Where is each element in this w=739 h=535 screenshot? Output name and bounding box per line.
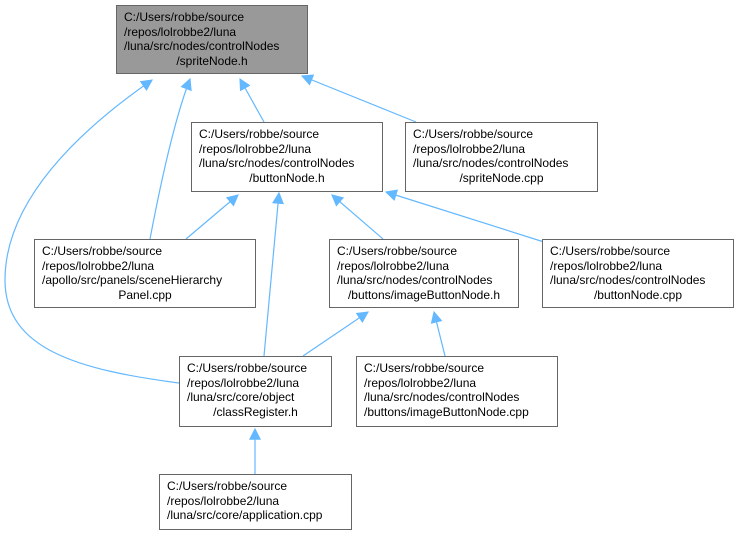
edge-buttonNode-h-to-spriteNode-h xyxy=(239,77,265,123)
node-line: /repos/lolrobbe2/luna xyxy=(187,375,300,390)
node-line: C:/Users/robbe/source xyxy=(337,244,458,258)
node-line: C:/Users/robbe/source xyxy=(42,244,163,258)
node-line: /repos/lolrobbe2/luna xyxy=(364,375,477,390)
node-line: /luna/src/nodes/controlNodes xyxy=(550,273,706,287)
edge-imageButtonNode-h-to-buttonNode-h xyxy=(331,194,384,240)
node-imageButtonNode-cpp[interactable]: C:/Users/robbe/source /repos/lolrobbe2/l… xyxy=(356,356,558,427)
edge-buttonNode-cpp-to-buttonNode-h xyxy=(384,189,545,243)
node-line: C:/Users/robbe/source xyxy=(413,127,534,141)
node-sceneHierarchyPanel-cpp[interactable]: C:/Users/robbe/source /repos/lolrobbe2/l… xyxy=(34,239,256,308)
node-imageButtonNode-h[interactable]: C:/Users/robbe/source /repos/lolrobbe2/l… xyxy=(329,239,519,308)
edge-sceneHierarchy-to-spriteNode-h xyxy=(149,77,192,240)
node-line: /buttons/imageButtonNode.cpp xyxy=(364,404,529,419)
node-line: /buttonNode.h xyxy=(249,170,325,185)
node-spriteNode-h[interactable]: C:/Users/robbe/source /repos/lolrobbe2/l… xyxy=(116,5,308,74)
edge-sceneHierarchy-to-buttonNode-h xyxy=(185,194,239,240)
node-line: /luna/src/nodes/controlNodes xyxy=(199,156,355,170)
node-application-cpp[interactable]: C:/Users/robbe/source /repos/lolrobbe2/l… xyxy=(159,474,352,530)
node-line: /repos/lolrobbe2/luna xyxy=(337,258,450,273)
node-line: /buttonNode.cpp xyxy=(593,287,683,302)
edge-classRegister-to-spriteNode-h xyxy=(4,79,180,384)
node-buttonNode-cpp[interactable]: C:/Users/robbe/source /repos/lolrobbe2/l… xyxy=(542,239,734,308)
node-line: /luna/src/nodes/controlNodes xyxy=(124,39,280,53)
node-spriteNode-cpp[interactable]: C:/Users/robbe/source /repos/lolrobbe2/l… xyxy=(405,122,598,192)
node-line: C:/Users/robbe/source xyxy=(550,244,671,258)
node-line: /luna/src/nodes/controlNodes xyxy=(364,390,520,404)
edge-classRegister-to-buttonNode-h xyxy=(263,191,284,357)
node-line: /buttons/imageButtonNode.h xyxy=(347,287,501,302)
node-line: /repos/lolrobbe2/luna xyxy=(42,258,155,273)
edge-classRegister-to-imageButtonNode-h xyxy=(302,311,369,357)
node-line: /luna/src/nodes/controlNodes xyxy=(337,273,493,287)
node-line: /classRegister.h xyxy=(213,404,298,419)
node-line: C:/Users/robbe/source xyxy=(124,10,245,24)
node-line: C:/Users/robbe/source xyxy=(199,127,320,141)
node-buttonNode-h[interactable]: C:/Users/robbe/source /repos/lolrobbe2/l… xyxy=(191,122,383,192)
node-classRegister-h[interactable]: C:/Users/robbe/source /repos/lolrobbe2/l… xyxy=(179,356,332,427)
node-line: /spriteNode.h xyxy=(176,53,248,68)
edge-imageButtonNode-cpp-to-imageButtonNode-h xyxy=(430,310,446,357)
node-line: /repos/lolrobbe2/luna xyxy=(167,493,280,508)
node-line: /repos/lolrobbe2/luna xyxy=(550,258,663,273)
node-line: Panel.cpp xyxy=(118,287,172,302)
node-line: C:/Users/robbe/source xyxy=(167,479,288,493)
node-line: /repos/lolrobbe2/luna xyxy=(124,24,237,39)
node-line: /luna/src/nodes/controlNodes xyxy=(413,156,569,170)
node-line: /spriteNode.cpp xyxy=(459,170,544,185)
node-line: /luna/src/core/application.cpp xyxy=(167,508,323,522)
node-line: /repos/lolrobbe2/luna xyxy=(199,141,312,156)
node-line: /apollo/src/panels/sceneHierarchy xyxy=(42,273,223,287)
node-line: C:/Users/robbe/source xyxy=(364,361,485,375)
node-line: /luna/src/core/object xyxy=(187,390,295,404)
node-line: C:/Users/robbe/source xyxy=(187,361,308,375)
edge-spriteNode-cpp-to-spriteNode-h xyxy=(300,74,417,123)
node-line: /repos/lolrobbe2/luna xyxy=(413,141,526,156)
